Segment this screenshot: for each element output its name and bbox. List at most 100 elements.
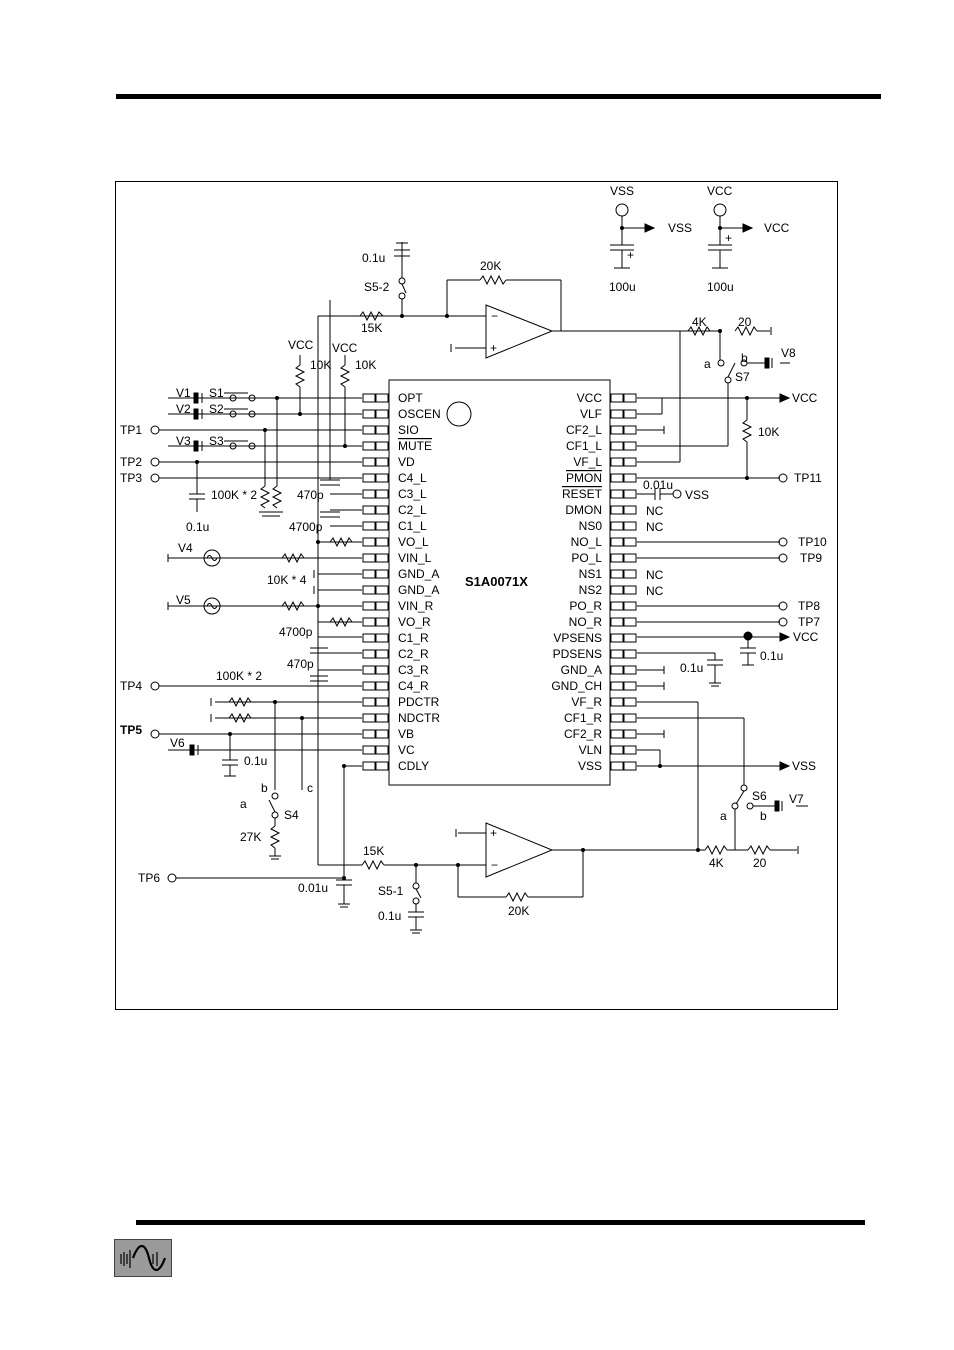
cap-0.1u-vpsens: 0.1u <box>760 649 783 663</box>
pin-pad-left-13-0 <box>362 585 376 595</box>
s4-b-label: b <box>261 781 268 795</box>
pin-pad-right-13-0 <box>610 585 624 595</box>
pin-pad-left-6-1 <box>375 473 389 483</box>
pin-label-left-12: GND_A <box>398 567 439 581</box>
switch-s2: S2 <box>209 402 224 416</box>
v6-label: V6 <box>170 736 185 750</box>
pin-label-right-9: NS0 <box>579 519 603 533</box>
v3-label: V3 <box>176 434 191 448</box>
pin-label-right-21: CF1_R <box>564 711 602 725</box>
cap-0.1u-top: 0.1u <box>362 251 385 265</box>
pin-label-right-1: VCC <box>577 391 603 405</box>
pin-label-left-9: C1_L <box>398 519 427 533</box>
schematic-frame <box>115 181 838 1010</box>
pin-label-right-15: NO_R <box>569 615 603 629</box>
pin-pad-left-23-0 <box>362 745 376 755</box>
switch-s3: S3 <box>209 434 224 448</box>
pin-pad-left-12-1 <box>375 569 389 579</box>
resistor-10k-right-label: 10K <box>758 425 779 439</box>
pin-pad-left-24-1 <box>375 761 389 771</box>
pin-pad-left-2-1 <box>375 409 389 419</box>
pin-label-left-1: OPT <box>398 391 423 405</box>
pin-pad-right-9-0 <box>610 521 624 531</box>
pin-label-left-7: C3_L <box>398 487 427 501</box>
cap-4700p-bottom: 4700p <box>279 625 313 639</box>
chip-body <box>388 379 611 786</box>
vss-reset-label: VSS <box>685 488 709 502</box>
nc-label-3: NC <box>646 568 664 582</box>
pin-label-left-3: SIO <box>398 423 419 437</box>
pin-label-right-19: GND_CH <box>551 679 602 693</box>
op-top-minus: − <box>491 309 498 323</box>
pin-pad-right-9-1 <box>623 521 637 531</box>
pin-pad-right-6-0 <box>610 473 624 483</box>
pin-pad-left-16-1 <box>375 633 389 643</box>
header-rule <box>116 94 881 99</box>
pin-pad-right-3-1 <box>623 425 637 435</box>
resistor-4k-bottom-label: 4K <box>709 856 724 870</box>
pin-label-right-2: VLF <box>580 407 602 421</box>
op-top-plus: + <box>490 341 497 355</box>
pin-pad-right-12-0 <box>610 569 624 579</box>
pin-label-right-14: PO_R <box>569 599 602 613</box>
s7-b-label: b <box>741 351 748 365</box>
cap-plus-1: + <box>627 248 634 262</box>
v1-label: V1 <box>176 386 191 400</box>
resistor-15k-top <box>359 310 384 322</box>
resistor-100k2-top: 100K * 2 <box>211 488 257 502</box>
chip-name: S1A0071X <box>465 574 528 589</box>
tp5-label: TP5 <box>120 723 142 737</box>
pin-label-left-14: VIN_R <box>398 599 434 613</box>
pin-pad-right-22-0 <box>610 729 624 739</box>
pin-label-right-23: VLN <box>579 743 602 757</box>
pin-pad-left-21-1 <box>375 713 389 723</box>
pin-pad-left-13-1 <box>375 585 389 595</box>
pin-pad-right-22-1 <box>623 729 637 739</box>
pin-pad-left-23-1 <box>375 745 389 755</box>
switch-s5-2: S5-2 <box>364 280 390 294</box>
pin-pad-left-14-0 <box>362 601 376 611</box>
vss-cap-label: 100u <box>609 280 636 294</box>
nc-label-1: NC <box>646 504 664 518</box>
resistor-15k-top-label: 15K <box>361 321 382 335</box>
s7-a-label: a <box>704 357 711 371</box>
pin-pad-right-16-0 <box>610 633 624 643</box>
tp11-label: TP11 <box>794 471 822 485</box>
pin-label-left-21: NDCTR <box>398 711 440 725</box>
pin-label-right-5: VF_L <box>573 455 602 469</box>
pin-label-right-6: PMON <box>566 471 602 485</box>
pin-pad-left-2-0 <box>362 409 376 419</box>
resistor-20k-top-label: 20K <box>480 259 501 273</box>
op-bot-minus: − <box>491 858 498 872</box>
pin-labels-left: OPTOSCENSIOMUTEVDC4_LC3_LC2_LC1_LVO_LVIN… <box>398 391 441 773</box>
pin-pad-left-3-0 <box>362 425 376 435</box>
pin-pad-right-17-0 <box>610 649 624 659</box>
pin-label-right-12: NS1 <box>579 567 603 581</box>
pin-pad-left-7-1 <box>375 489 389 499</box>
pin-pad-right-17-1 <box>623 649 637 659</box>
pin-label-right-3: CF2_L <box>566 423 602 437</box>
v4-label: V4 <box>178 541 193 555</box>
tp8-label: TP8 <box>798 599 820 613</box>
pin-pad-right-7-1 <box>623 489 637 499</box>
pin-label-left-19: C4_R <box>398 679 429 693</box>
waveform-logo-icon <box>120 1244 167 1272</box>
v7-label: V7 <box>789 792 804 806</box>
pin-label-right-18: GND_A <box>561 663 602 677</box>
cap-470p-bottom: 470p <box>287 657 314 671</box>
op-amp-bottom <box>485 822 554 878</box>
switch-s6: S6 <box>752 789 767 803</box>
vcc-source-label: VCC <box>707 184 733 198</box>
cap-0.01u-cdly: 0.01u <box>298 881 328 895</box>
pin-pad-left-19-0 <box>362 681 376 691</box>
pin-pad-right-12-1 <box>623 569 637 579</box>
pin-pad-right-10-0 <box>610 537 624 547</box>
pin-pad-left-20-0 <box>362 697 376 707</box>
s6-a-label: a <box>720 809 727 823</box>
pin-pad-right-5-1 <box>623 457 637 467</box>
pin-pad-left-17-0 <box>362 649 376 659</box>
v5-label: V5 <box>176 593 191 607</box>
pin-pad-right-6-1 <box>623 473 637 483</box>
v2-label: V2 <box>176 402 191 416</box>
